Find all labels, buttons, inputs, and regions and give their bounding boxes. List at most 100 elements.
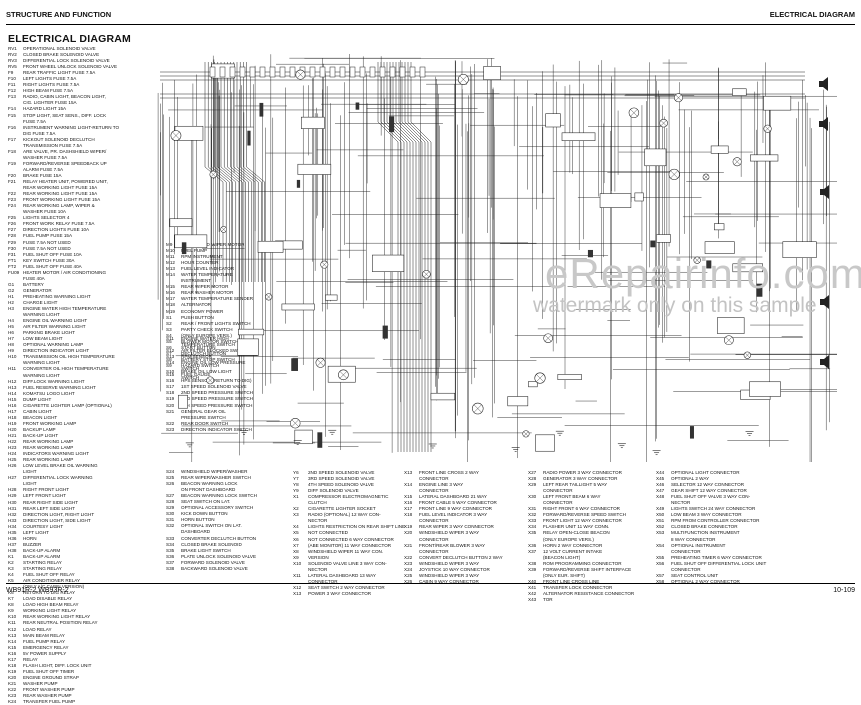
- legend-description: CONVERT DECLUTCH BUTTON 2 WAY: [419, 554, 503, 560]
- legend-description: AIR CONDITIONER RELAY: [23, 578, 81, 584]
- legend-description: BACK-UP LIGHT: [23, 433, 59, 438]
- legend-code: X20: [404, 530, 413, 536]
- legend-code: F14: [8, 106, 16, 112]
- legend-description: NOT CONNECTED: [308, 530, 348, 536]
- legend-code: H23: [8, 445, 17, 451]
- legend-code: X11: [293, 572, 301, 578]
- legend-description: CONNECTOR: [419, 488, 449, 494]
- legend-row: ON FRONT DASHBOARD: [166, 487, 306, 493]
- legend-code: F21: [8, 179, 16, 185]
- legend-row: DASHBOARD: [166, 529, 306, 535]
- legend-code: X18: [404, 512, 413, 518]
- legend-row: CONNECTOR: [528, 500, 658, 506]
- legend-code: S14: [166, 360, 175, 366]
- legend-description: COMPRESSOR ELECTROMAGNETIC: [308, 494, 389, 500]
- legend-code: S16: [166, 378, 175, 384]
- legend-description: BEACON WARNING LOCK SWITCH: [181, 493, 257, 499]
- legend-description: VERSION: [308, 554, 329, 560]
- legend-description: CONNECTOR: [419, 536, 449, 542]
- legend-description: FRONT WORK RELAY FUSE 7.5A: [23, 221, 95, 227]
- legend-code: X46: [656, 482, 665, 488]
- legend-description: LATERAL DASHBOARD 21 WAY: [419, 494, 487, 500]
- legend-description: GEAR SHIFT 12 WAY CONNECTOR: [671, 488, 747, 494]
- legend-description: CONNECTOR: [671, 566, 701, 572]
- legend-description: DIRECTION LIGHT, SIDE LIGHT: [23, 517, 91, 523]
- legend-code: X5: [293, 530, 299, 536]
- legend-code: X6: [293, 536, 299, 542]
- legend-code: X4: [293, 524, 299, 530]
- legend-description: SWITCH: [181, 375, 200, 381]
- legend-code: S23: [166, 426, 175, 432]
- legend-description: WINDSHIELD WIPER 3 WAY: [419, 560, 480, 566]
- legend-description: FUEL LEVEL INDICATOR 3 WAY: [419, 512, 488, 518]
- legend-description: PUSH BUTTON: [181, 314, 214, 320]
- legend-description: BLOWER MOTOR SWITCH: [181, 338, 239, 344]
- legend-code: X52: [656, 524, 665, 530]
- legend-description: LEFT LIGHTS FUSE 7.5A: [23, 76, 77, 82]
- legend-row: INSTRUMENT: [166, 278, 276, 284]
- legend-description: FRONT/REAR BLOWER 3 WAY: [419, 542, 486, 548]
- legend-description: WINDSHIELD WIPER/WASHER: [181, 469, 248, 474]
- legend-description: KICK DOWN BUTTON: [181, 511, 228, 517]
- legend-code: S22: [166, 420, 175, 426]
- legend-code: H2: [8, 299, 14, 305]
- legend-code: X51: [656, 518, 665, 524]
- legend-description: OPTIONAL SWITCH ON LAT.: [181, 523, 242, 529]
- legend-code: S10: [166, 368, 175, 374]
- legend-code: H21: [8, 433, 17, 438]
- legend-code: X13: [404, 470, 413, 475]
- legend-code: H25: [8, 457, 17, 463]
- legend-row: (ONLY EUR. SHIFT): [528, 573, 658, 579]
- legend-description: MULTIFUNCTION INSTRUMENT: [671, 530, 740, 536]
- legend-code: X45: [656, 476, 665, 482]
- legend-description: CONNECTOR: [419, 476, 449, 482]
- legend-code: H19: [8, 420, 17, 426]
- legend-description: FORWARD/REVERSE SPEED SWITCH: [543, 512, 626, 518]
- legend-description: DIFF.LOCK WARNING LIGHT: [23, 378, 85, 384]
- legend-description: KEY SWITCH FUSE 30A: [23, 257, 75, 263]
- legend-description: DIRECTION LIGHT, RIGHT LIGHT: [23, 511, 95, 517]
- legend-code: K24: [8, 699, 17, 705]
- legend-code: S24: [166, 469, 175, 474]
- legend-code: X29: [528, 482, 537, 488]
- legend-description: WINDSHIELD WIPER 3 WAY: [419, 572, 480, 578]
- legend-code: H28: [8, 487, 17, 493]
- legend-code: F27: [8, 227, 16, 233]
- legend-code: S1: [166, 314, 172, 320]
- legend-description: FUEL SHUT OFF FUSE 10A: [23, 251, 82, 257]
- legend-description: WINDSHIELD WIPER 3 WAY: [419, 530, 480, 536]
